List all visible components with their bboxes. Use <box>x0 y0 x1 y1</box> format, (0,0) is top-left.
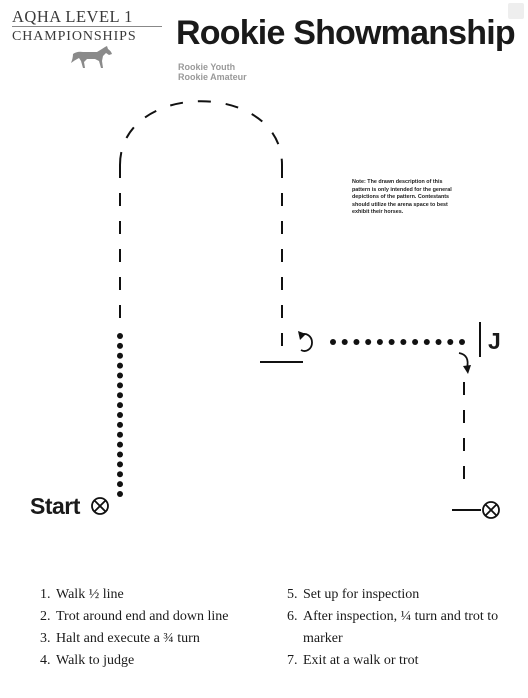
path-dot <box>117 362 123 369</box>
step-text: Trot around end and down line <box>56 609 229 624</box>
start-label: Start <box>30 493 81 519</box>
step-item: 1. Walk ½ line <box>40 584 229 606</box>
path-dot <box>412 339 419 345</box>
start-marker-icon <box>91 497 109 515</box>
step-item: 5. Set up for inspection <box>287 584 498 606</box>
logo-line-2: CHAMPIONSHIPS <box>12 26 162 45</box>
page-title: Rookie Showmanship <box>176 14 516 52</box>
step-item: 2. Trot around end and down line <box>40 606 229 628</box>
step-text: Walk ½ line <box>56 587 124 602</box>
pattern-diagram: Start J <box>30 100 501 519</box>
class-label-amateur: Rookie Amateur <box>178 72 247 82</box>
path-dot <box>117 372 123 379</box>
path-dot <box>117 333 123 339</box>
pattern-note: Note: The drawn description of this patt… <box>352 179 452 216</box>
path-dot <box>117 451 123 458</box>
path-dot <box>447 339 454 345</box>
path-dot <box>423 339 430 345</box>
path-dot <box>388 339 395 345</box>
step-item: 7. Exit at a walk or trot <box>287 650 498 672</box>
step-text: Walk to judge <box>56 653 135 668</box>
path-dot <box>117 471 123 478</box>
path-dot <box>353 339 360 345</box>
step-number: 7. <box>287 653 298 668</box>
path-dot <box>365 339 372 345</box>
path-dot <box>117 342 123 349</box>
path-dot <box>117 431 123 438</box>
step-text: Halt and execute a ¾ turn <box>56 631 200 646</box>
close-icon[interactable] <box>508 3 524 19</box>
step-number: 2. <box>40 609 51 624</box>
logo-line-1: AQHA LEVEL 1 <box>12 7 133 26</box>
step-text-continued: marker <box>303 631 343 646</box>
step-item: 6. After inspection, ¼ turn and trot to <box>287 606 498 628</box>
path-dot <box>117 352 123 359</box>
path-dot <box>117 382 123 389</box>
curved-arrow-icon <box>458 352 471 374</box>
horse-icon <box>71 46 112 68</box>
path-dot <box>117 461 123 468</box>
step-number: 5. <box>287 587 298 602</box>
steps-list-left: 1. Walk ½ line 2. Trot around end and down … <box>40 584 229 672</box>
path-dot <box>459 339 465 345</box>
aqha-logo: AQHA LEVEL 1 CHAMPIONSHIPS <box>12 7 162 68</box>
step-text: Set up for inspection <box>303 587 420 602</box>
path-dot <box>117 441 123 448</box>
trot-arc <box>119 100 283 166</box>
judge-label: J <box>488 328 501 354</box>
path-dot <box>341 339 348 345</box>
path-dot <box>376 339 383 345</box>
walk-start-dots <box>117 333 123 497</box>
step-item: 3. Halt and execute a ¾ turn <box>40 628 229 650</box>
exit-marker-icon <box>482 501 500 519</box>
step-number: 6. <box>287 609 298 624</box>
path-dot <box>117 402 123 409</box>
step-item: 4. Walk to judge <box>40 650 229 672</box>
path-dot <box>117 392 123 399</box>
step-number: 3. <box>40 631 51 646</box>
clockwise-arrow-icon <box>298 331 313 352</box>
steps-list-right: 5. Set up for inspection 6. After inspectio… <box>287 584 498 672</box>
step-number: 4. <box>40 653 51 668</box>
walk-to-judge-dots <box>330 339 465 345</box>
step-text: After inspection, ¼ turn and trot to <box>303 609 499 624</box>
path-dot <box>400 339 407 345</box>
class-label-youth: Rookie Youth <box>178 62 236 72</box>
path-dot <box>330 339 336 345</box>
path-dot <box>435 339 442 345</box>
path-dot <box>117 491 123 497</box>
path-dot <box>117 481 123 488</box>
step-number: 1. <box>40 587 51 602</box>
step-text: Exit at a walk or trot <box>303 653 419 668</box>
path-dot <box>117 412 123 418</box>
path-dot <box>117 421 123 428</box>
